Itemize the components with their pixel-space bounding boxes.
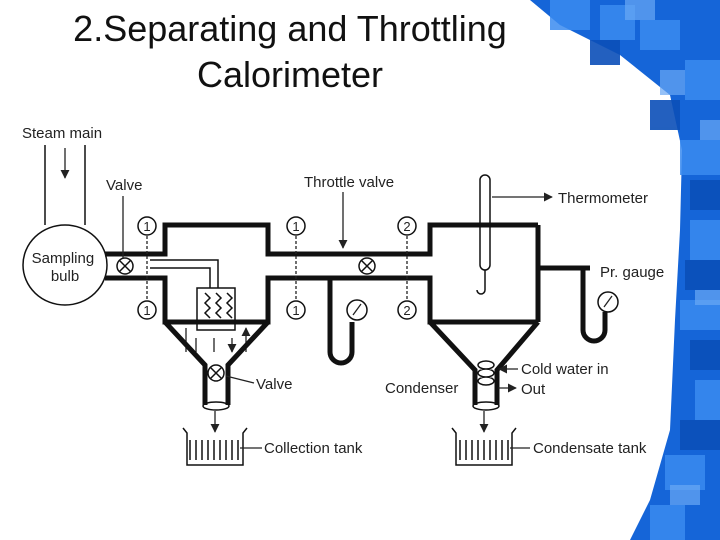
sampling-bulb: [22, 224, 108, 306]
separator-cone: [163, 320, 270, 405]
calorimeter-diagram: 1 1 2 1 1 2 Steam main Valve Sampling bu…: [22, 125, 664, 466]
station-marker: [137, 216, 157, 236]
steam-main-pipe: [44, 145, 86, 225]
thermometer-hook: [476, 270, 486, 295]
throttle-valve-cross: [360, 259, 374, 273]
station-marker: [286, 300, 306, 320]
slide-title: 2.Separating and Throttling Calorimeter: [0, 6, 580, 98]
condensate-tank-label: Condensate tank: [533, 440, 647, 457]
station-number: 1: [143, 219, 150, 234]
station-marker: [286, 216, 306, 236]
collection-tank-water: [189, 440, 239, 460]
throttle-valve-label: Throttle valve: [304, 174, 394, 191]
condenser-coil: [477, 360, 495, 386]
pressure-gauge-right: [597, 291, 619, 313]
station-number: 1: [292, 219, 299, 234]
title-line-1: 2.Separating and Throttling: [73, 8, 507, 49]
separator-up-arrows: [185, 328, 246, 352]
pressure-gauge-middle-needle: [352, 303, 362, 316]
station-number: 2: [403, 303, 410, 318]
station-number: 1: [143, 303, 150, 318]
separator-flow-arrows: [195, 338, 232, 352]
station-marker: [397, 300, 417, 320]
cold-water-in-label: Cold water in: [521, 361, 609, 378]
condensate-tank: [451, 427, 517, 466]
drain-valve: [207, 364, 225, 382]
station-number: 1: [292, 303, 299, 318]
station-marker: [137, 300, 157, 320]
separator-element: [196, 287, 236, 331]
pressure-gauge-right-needle: [603, 295, 613, 308]
sampling-bulb-line1: Sampling: [32, 250, 95, 267]
collection-tank-label: Collection tank: [264, 440, 363, 457]
valve-bottom-leader: [225, 375, 255, 384]
throttle-valve: [358, 257, 376, 275]
separator-baffles: [203, 292, 234, 319]
gauge-u-tube: [580, 268, 608, 344]
sampling-bulb-label: Sampling bulb: [32, 250, 99, 285]
drain-valve-cross: [209, 366, 223, 380]
main-pipe-bottom: [105, 275, 538, 325]
condenser-cone: [428, 320, 540, 405]
separator-inlet-tube: [150, 259, 219, 288]
condensate-tank-water: [459, 440, 509, 460]
condenser-outlet-end: [472, 401, 500, 411]
inlet-valve: [116, 257, 134, 275]
valve-bottom-label: Valve: [256, 376, 292, 393]
collection-tank: [182, 427, 248, 466]
steam-main-label: Steam main: [22, 125, 102, 142]
blue-mosaic-decoration: [530, 0, 720, 540]
main-pipe-top: [105, 222, 538, 257]
sampling-bulb-line2: bulb: [51, 268, 79, 285]
station-number: 2: [403, 219, 410, 234]
pressure-gauge-middle: [346, 299, 368, 321]
drain-pipe-end: [202, 401, 230, 411]
out-label: Out: [521, 381, 546, 398]
title-line-2: Calorimeter: [196, 54, 384, 95]
u-tube-manometer: [327, 278, 355, 366]
thermometer-label: Thermometer: [558, 190, 648, 207]
station-marker: [397, 216, 417, 236]
condenser-label: Condenser: [385, 380, 458, 397]
inlet-valve-cross: [118, 259, 132, 273]
valve-top-label: Valve: [106, 177, 142, 194]
pr-gauge-label: Pr. gauge: [600, 264, 664, 281]
